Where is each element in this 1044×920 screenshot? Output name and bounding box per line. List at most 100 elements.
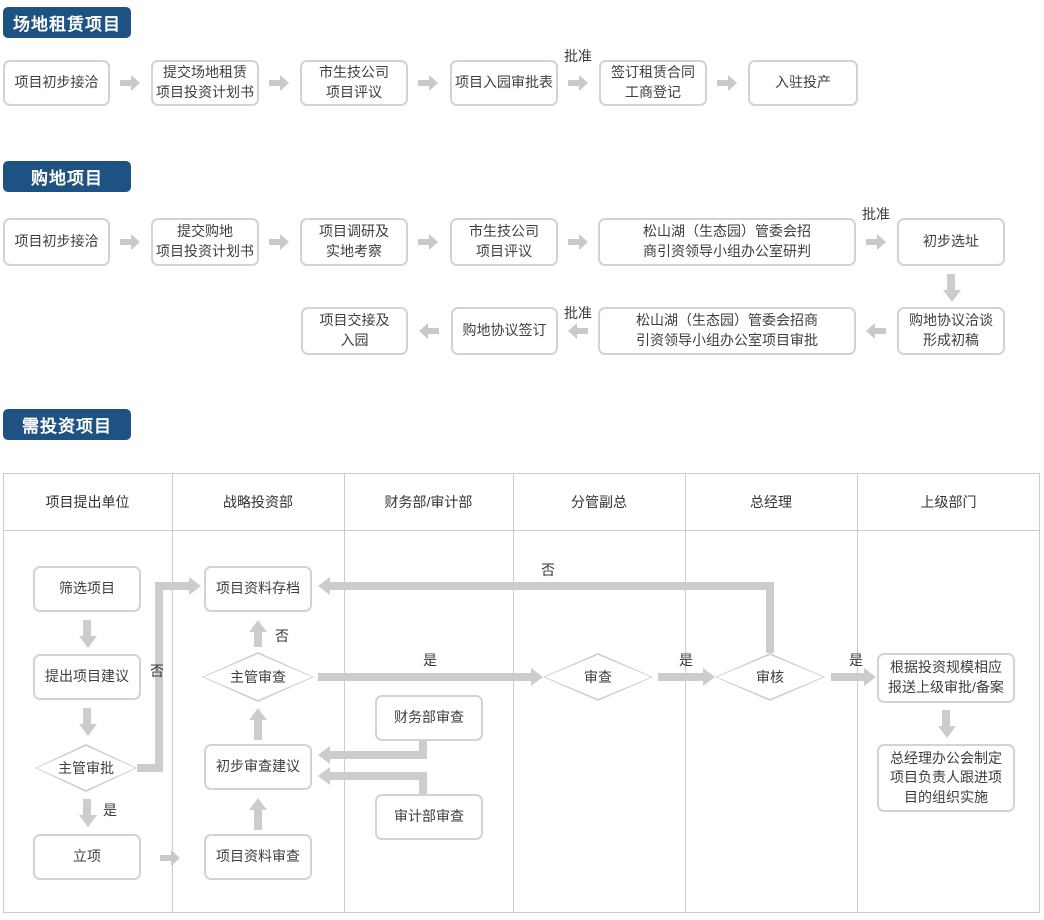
arrowhead-down-icon (938, 726, 956, 738)
arrowhead-down-icon (79, 636, 97, 648)
node-preliminary-site: 初步选址 (897, 218, 1005, 266)
approve-label: 批准 (564, 305, 592, 321)
arrowhead-down-icon (79, 815, 97, 827)
approve-label: 批准 (564, 48, 592, 64)
connector-segment (254, 720, 262, 740)
lane-header-proposing-unit: 项目提出单位 (45, 494, 130, 510)
arrow-right-icon (418, 75, 438, 91)
node-audit-review: 审计部审查 (375, 794, 483, 840)
arrow-left-icon (866, 323, 886, 339)
arrowhead-down-icon (943, 290, 961, 302)
arrow-right-icon (120, 75, 140, 91)
node-purchase-agreement-sign: 购地协议签订 (451, 307, 558, 355)
lane-divider (513, 474, 514, 912)
node-gm-office-implementation: 总经理办公会制定 项目负责人跟进项 目的组织实施 (877, 744, 1015, 812)
node-finance-review: 财务部审查 (375, 695, 483, 741)
lane-header-strategy-dept: 战略投资部 (223, 494, 293, 510)
connector-segment (947, 274, 955, 290)
node-shengji-review-purchase: 市生技公司 项目评议 (450, 218, 558, 266)
lane-divider (172, 474, 173, 912)
node-preliminary-suggestion: 初步审查建议 (204, 744, 312, 790)
arrow-right-icon (120, 234, 140, 250)
yes-label: 是 (679, 652, 693, 668)
decision-chief-approve: 主管审批 (35, 744, 137, 792)
connector-segment (163, 582, 189, 590)
section-badge-investment: 需投资项目 (3, 409, 131, 440)
connector-segment (330, 772, 427, 780)
decision-chief-review: 主管审查 (202, 652, 314, 702)
lane-divider (685, 474, 686, 912)
connector-segment (83, 799, 91, 815)
connector-segment (155, 582, 163, 772)
decision-label: 主管审查 (230, 669, 286, 685)
lane-divider (857, 474, 858, 912)
no-label: 否 (150, 663, 164, 679)
arrowhead-up-icon (249, 708, 267, 720)
approve-label: 批准 (862, 206, 890, 222)
connector-segment (658, 673, 704, 681)
arrowhead-left-icon (318, 577, 330, 595)
connector-segment (330, 751, 427, 759)
arrow-right-icon (269, 75, 289, 91)
connector-segment (942, 710, 950, 726)
connector-segment (254, 810, 262, 830)
connector-segment (254, 632, 262, 647)
arrow-right-icon (568, 75, 588, 91)
node-shengji-review-rental: 市生技公司 项目评议 (300, 60, 408, 106)
lane-header-finance-audit-dept: 财务部/审计部 (384, 494, 473, 510)
node-survey-inspection: 项目调研及 实地考察 (300, 218, 408, 266)
node-purchase-agreement-draft: 购地协议洽谈 形成初稿 (897, 307, 1005, 355)
arrow-left-icon (568, 323, 588, 339)
yes-label: 是 (849, 652, 863, 668)
connector-segment (419, 772, 427, 796)
node-move-in-production: 入驻投产 (748, 60, 858, 106)
connector-segment (318, 673, 533, 681)
arrowhead-right-icon (703, 668, 715, 686)
arrowhead-right-icon (189, 577, 201, 595)
node-project-initiation: 立项 (33, 834, 141, 880)
arrowhead-down-icon (79, 724, 97, 736)
lane-header-gm: 总经理 (750, 494, 792, 510)
no-label: 否 (275, 628, 289, 644)
node-handover-entry: 项目交接及 入园 (301, 307, 408, 355)
node-material-review: 项目资料审查 (204, 834, 312, 880)
node-initial-contact-rental: 项目初步接洽 (3, 60, 110, 106)
node-ssl-office-study: 松山湖（生态园）管委会招 商引资领导小组办公室研判 (598, 218, 856, 266)
arrowhead-right-icon (864, 668, 876, 686)
node-archive-materials: 项目资料存档 (204, 566, 312, 612)
node-report-superior: 根据投资规模相应 报送上级审批/备案 (877, 653, 1015, 703)
section-badge-purchase: 购地项目 (3, 161, 131, 192)
arrow-right-icon (418, 234, 438, 250)
connector-segment (766, 589, 774, 653)
node-submit-purchase-plan: 提交购地 项目投资计划书 (151, 218, 259, 266)
connector-segment (137, 764, 163, 772)
node-submit-rental-plan: 提交场地租赁 项目投资计划书 (151, 60, 259, 106)
decision-label: 主管审批 (58, 760, 114, 776)
arrowhead-up-icon (249, 620, 267, 632)
connector-segment (831, 673, 865, 681)
header-divider (4, 530, 1039, 531)
arrow-right-icon (160, 850, 180, 866)
arrow-left-icon (419, 323, 439, 339)
swimlane-border (3, 473, 1040, 913)
decision-vp-review: 审查 (543, 653, 653, 701)
lane-header-vp: 分管副总 (571, 494, 627, 510)
node-ssl-office-approval: 松山湖（生态园）管委会招商 引资领导小组办公室项目审批 (598, 307, 856, 355)
decision-gm-review: 审核 (715, 653, 825, 701)
connector-segment (419, 741, 427, 755)
node-propose-project: 提出项目建议 (33, 654, 141, 700)
arrowhead-left-icon (318, 746, 330, 764)
decision-label: 审查 (584, 669, 612, 685)
arrow-right-icon (568, 234, 588, 250)
lane-divider (344, 474, 345, 912)
node-initial-contact-purchase: 项目初步接洽 (3, 218, 110, 266)
node-sign-lease-contract: 签订租赁合同 工商登记 (599, 60, 707, 106)
yes-label: 是 (423, 652, 437, 668)
arrow-right-icon (269, 234, 289, 250)
connector-segment (330, 582, 774, 590)
arrowhead-right-icon (531, 668, 543, 686)
node-entry-approval-form: 项目入园审批表 (450, 60, 558, 106)
no-label: 否 (541, 562, 555, 578)
node-screen-projects: 筛选项目 (33, 566, 141, 612)
